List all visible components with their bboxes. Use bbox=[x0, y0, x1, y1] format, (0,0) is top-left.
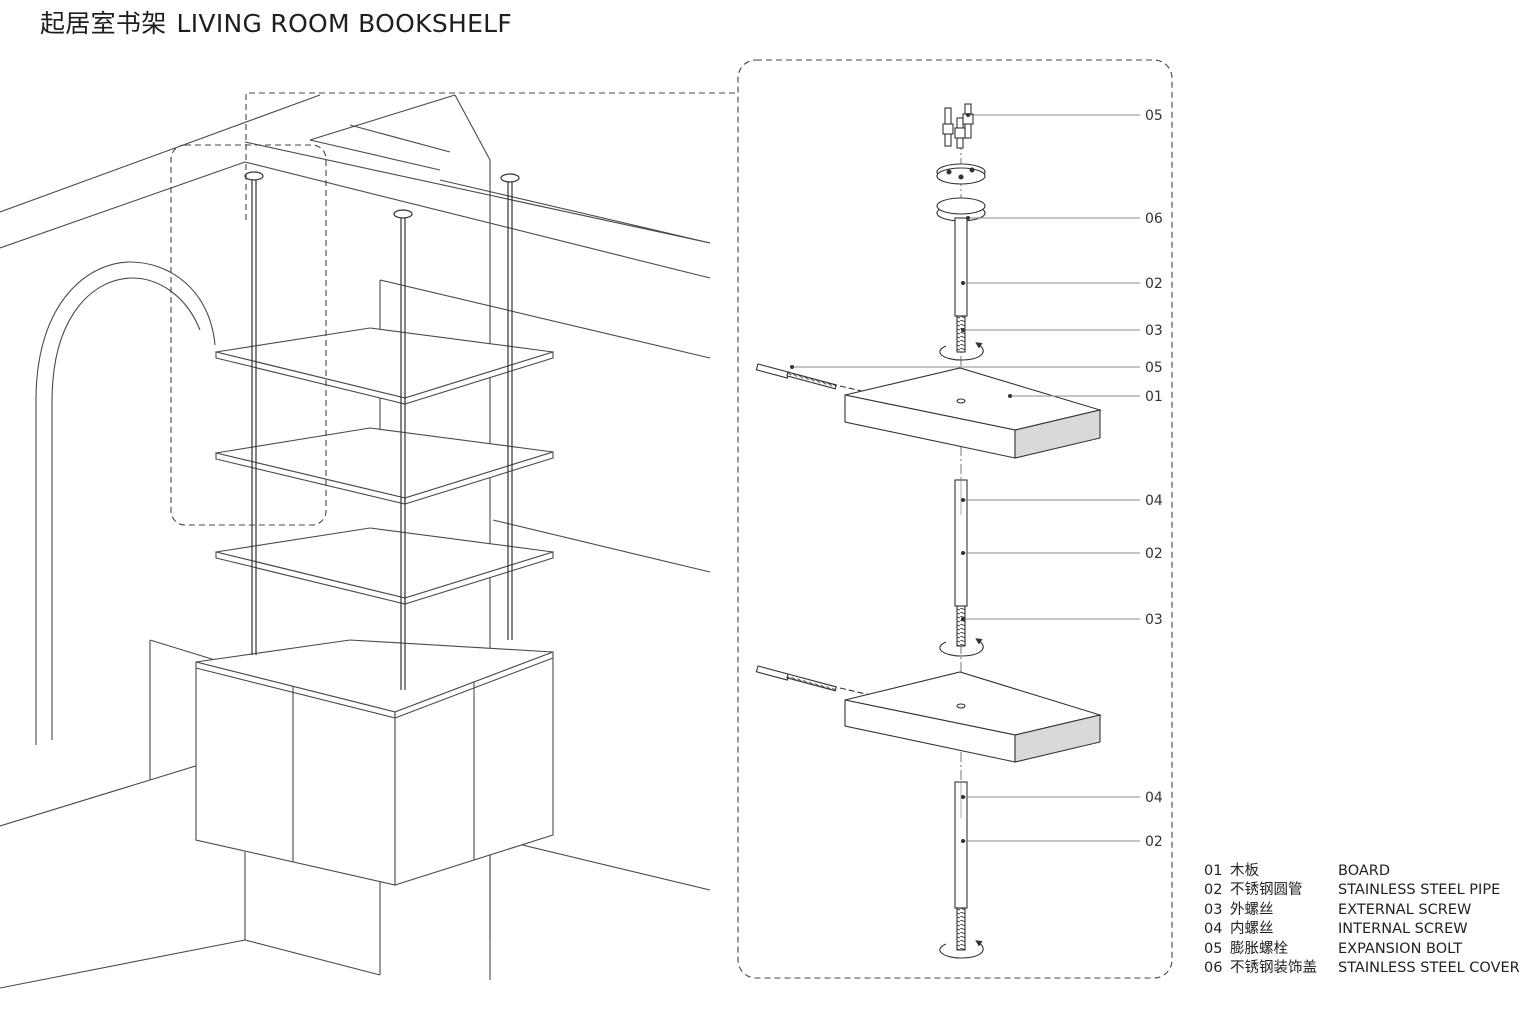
pipe-segment-2 bbox=[939, 479, 984, 657]
legend-en: EXPANSION BOLT bbox=[1338, 940, 1463, 957]
callout-7: 04 bbox=[1145, 493, 1163, 509]
parts-legend: 01 木板 BOARD 02 不锈钢圆管 STAINLESS STEEL PIPE 03… bbox=[1204, 862, 1520, 978]
exploded-view bbox=[737, 59, 1173, 979]
legend-cn: 不锈钢装饰盖 bbox=[1230, 959, 1317, 976]
pipe-segment-3 bbox=[939, 781, 984, 959]
callout-labels: 05 06 02 03 05 01 04 02 03 04 02 bbox=[1145, 108, 1163, 850]
legend-row: 03 外螺丝 EXTERNAL SCREW bbox=[1204, 901, 1520, 920]
legend-en: EXTERNAL SCREW bbox=[1338, 901, 1472, 918]
legend-code: 01 bbox=[1204, 863, 1223, 879]
board-1 bbox=[844, 367, 1103, 459]
room-walls bbox=[0, 94, 711, 989]
title-chinese: 起居室书架 bbox=[40, 9, 167, 38]
callout-3: 02 bbox=[1145, 276, 1163, 292]
board-2 bbox=[844, 671, 1103, 763]
legend-code: 05 bbox=[1204, 940, 1223, 957]
lower-cabinet bbox=[195, 639, 554, 975]
title-english: LIVING ROOM BOOKSHELF bbox=[176, 9, 513, 38]
leader-lines bbox=[792, 114, 1140, 842]
callout-5: 05 bbox=[1145, 360, 1163, 376]
legend-cn: 不锈钢圆管 bbox=[1230, 882, 1303, 899]
legend-en: INTERNAL SCREW bbox=[1338, 921, 1468, 938]
legend-row: 01 木板 BOARD bbox=[1204, 862, 1520, 881]
legend-code: 02 bbox=[1204, 882, 1223, 899]
top-expansion-bolts bbox=[942, 103, 974, 149]
callout-6: 01 bbox=[1145, 389, 1163, 405]
legend-code: 03 bbox=[1204, 901, 1223, 918]
legend-cn: 外螺丝 bbox=[1230, 901, 1274, 918]
callout-9: 03 bbox=[1145, 612, 1163, 628]
legend-code: 04 bbox=[1204, 921, 1223, 938]
legend-row: 05 膨胀螺栓 EXPANSION BOLT bbox=[1204, 940, 1520, 959]
detail-connector bbox=[245, 92, 738, 220]
mounting-plate bbox=[936, 163, 986, 185]
legend-cn: 木板 bbox=[1230, 863, 1259, 879]
callout-4: 03 bbox=[1145, 323, 1163, 339]
legend-row: 04 内螺丝 INTERNAL SCREW bbox=[1204, 920, 1520, 939]
legend-row: 02 不锈钢圆管 STAINLESS STEEL PIPE bbox=[1204, 881, 1520, 900]
legend-en: BOARD bbox=[1338, 863, 1391, 879]
callout-2: 06 bbox=[1145, 211, 1163, 227]
arched-opening bbox=[35, 261, 216, 745]
pipe-segment-1 bbox=[939, 217, 984, 361]
legend-cn: 内螺丝 bbox=[1230, 921, 1274, 938]
legend-cn: 膨胀螺栓 bbox=[1230, 940, 1288, 957]
detail-region-box bbox=[170, 144, 327, 526]
room-view bbox=[0, 92, 738, 989]
exploded-frame bbox=[737, 59, 1173, 979]
legend-en: STAINLESS STEEL PIPE bbox=[1338, 882, 1501, 899]
legend-en: STAINLESS STEEL COVER bbox=[1338, 959, 1520, 976]
callout-1: 05 bbox=[1145, 108, 1163, 124]
callout-11: 02 bbox=[1145, 834, 1163, 850]
legend-code: 06 bbox=[1204, 959, 1223, 976]
callout-8: 02 bbox=[1145, 546, 1163, 562]
leader-dots bbox=[790, 113, 1012, 843]
shelves bbox=[215, 327, 554, 605]
diagram-title: 起居室书架 LIVING ROOM BOOKSHELF bbox=[40, 4, 512, 40]
legend-row: 06 不锈钢装饰盖 STAINLESS STEEL COVER bbox=[1204, 959, 1520, 978]
support-rods bbox=[244, 171, 520, 690]
callout-10: 04 bbox=[1145, 790, 1163, 806]
decorative-cover bbox=[936, 197, 986, 222]
